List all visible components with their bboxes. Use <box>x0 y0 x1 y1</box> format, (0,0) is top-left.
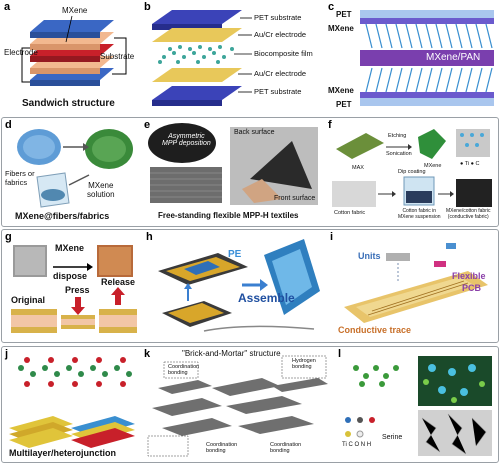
label-pet-substrate-bottom: PET substrate <box>254 87 302 96</box>
label-mxene-pan: MXene/PAN <box>426 52 481 63</box>
label-etching: Etching <box>388 133 407 139</box>
panel-i-letter: i <box>330 231 334 243</box>
label-mxene-bottom: MXene <box>328 86 354 95</box>
label-mxene-f: MXene <box>424 163 442 169</box>
panel-b: b PET substrate Au/Cr electrode Biocompo… <box>142 1 322 114</box>
label-pe: PE <box>228 249 242 260</box>
label-conductive-trace: Conductive trace <box>338 325 412 335</box>
label-dispose: dispose <box>53 271 88 281</box>
label-pet-substrate-top: PET substrate <box>254 13 302 22</box>
panel-h-letter: h <box>146 231 153 243</box>
panel-k-letter: k <box>144 348 151 360</box>
panel-c: c PET MXene MXene/PAN MXene PET <box>326 1 498 114</box>
panel-d-letter: d <box>5 119 12 131</box>
label-mxene-top: MXene <box>328 24 354 33</box>
panel-l-letter: l <box>338 348 342 360</box>
label-mxene: MXene <box>62 6 88 15</box>
label-coordination-3: Coordination bonding <box>270 442 302 454</box>
label-hydrogen-bonding: Hydrogen bonding <box>292 358 316 370</box>
panel-f: f Etching Sonication MAX MXene ● Ti ● C … <box>326 119 496 225</box>
row-4-frame <box>1 346 499 463</box>
panel-i: i Units Flexible PCB Conductive trace <box>328 231 496 341</box>
panel-d: d Fibers or fabrics MXene solution MXene… <box>3 119 139 225</box>
label-sonication: Sonication <box>386 151 412 157</box>
label-electrode-bottom: Au/Cr electrode <box>254 69 307 78</box>
label-pcb: PCB <box>462 283 482 293</box>
panel-a: a MXene Electrode Substrate Sandwich str… <box>2 1 138 114</box>
panel-j: j Multilayer/heterojunction <box>3 348 139 461</box>
mxene-cotton-process <box>332 129 492 207</box>
row-2-frame <box>1 117 499 227</box>
label-electrode-top: Au/Cr electrode <box>254 30 307 39</box>
label-back-surface: Back surface <box>234 129 275 136</box>
label-fibers: Fibers or fabrics <box>5 169 35 187</box>
label-biocomposite-film: Biocomposite film <box>254 49 313 58</box>
device-exploded-view <box>152 10 252 106</box>
label-dip-coating: Dip coating <box>398 169 426 175</box>
label-cotton-fabric: Cotton fabric <box>334 210 366 216</box>
panel-b-letter: b <box>144 1 151 13</box>
panel-l: l Serine Ti C O N H <box>336 348 496 461</box>
label-front-surface: Front surface <box>274 195 316 202</box>
label-brick-mortar: "Brick-and-Mortar" structure <box>182 349 281 358</box>
label-mxene-g: MXene <box>55 243 85 253</box>
label-electrode: Electrode <box>4 48 38 57</box>
panel-c-letter: c <box>328 1 335 13</box>
label-coordination-2: Coordination bonding <box>206 442 238 454</box>
label-original: Original <box>11 295 46 305</box>
panel-f-letter: f <box>328 119 332 131</box>
label-max: MAX <box>352 165 364 171</box>
panel-g-letter: g <box>5 231 12 243</box>
panel-j-letter: j <box>5 348 9 360</box>
caption-multilayer: Multilayer/heterojunction <box>9 448 117 458</box>
label-legend-f: ● Ti ● C <box>460 161 480 167</box>
label-substrate: Substrate <box>100 52 135 61</box>
label-units: Units <box>358 251 381 261</box>
heterojunction-structure <box>9 357 135 448</box>
panel-e: e Asymmetric MPP deposition Back surface… <box>142 119 322 225</box>
assembly-diagram <box>158 239 320 332</box>
serine-mxene-structure <box>345 356 492 456</box>
flexible-pcb-diagram <box>344 243 488 323</box>
label-assemble: Assemble <box>238 291 295 305</box>
label-release: Release <box>101 277 136 287</box>
panel-k: k "Brick-and-Mortar" structure Coordinat… <box>142 348 332 461</box>
label-press: Press <box>65 285 90 295</box>
press-release-diagram <box>11 245 137 333</box>
label-mxene-solution: MXene solution <box>87 181 115 199</box>
label-coordination-1: Coordination bonding <box>168 364 200 376</box>
mxene-fiber-process <box>17 129 133 208</box>
panel-g: g MXene dispose Original Press Release <box>3 231 141 341</box>
label-cotton-in-suspension: Cotton fabric in MXene suspension <box>398 208 441 220</box>
label-serine: Serine <box>382 434 403 441</box>
sandwich-diagram <box>21 15 127 86</box>
brick-mortar-structure <box>147 355 328 457</box>
panel-a-letter: a <box>4 1 11 13</box>
caption-mpp-h: Free-standing flexible MPP-H textiles <box>158 211 299 220</box>
label-pet-bottom: PET <box>336 100 352 109</box>
label-pet-top: PET <box>336 10 352 19</box>
caption-sandwich: Sandwich structure <box>22 98 115 109</box>
row-3-frame <box>1 229 499 343</box>
mxene-pan-structure <box>360 10 494 106</box>
label-mxene-cotton: MXene/cotton fabric (conductive fabric) <box>446 208 491 220</box>
panel-e-letter: e <box>144 119 151 131</box>
label-asymmetric: Asymmetric MPP deposition <box>162 133 211 147</box>
label-flexible: Flexible <box>452 271 486 281</box>
caption-mxene-fibers: MXene@fibers/fabrics <box>15 211 110 221</box>
label-element-legend: Ti C O N H <box>342 442 372 448</box>
panel-h: h PE Assemble <box>144 231 324 341</box>
mpp-textile-images <box>148 123 318 205</box>
